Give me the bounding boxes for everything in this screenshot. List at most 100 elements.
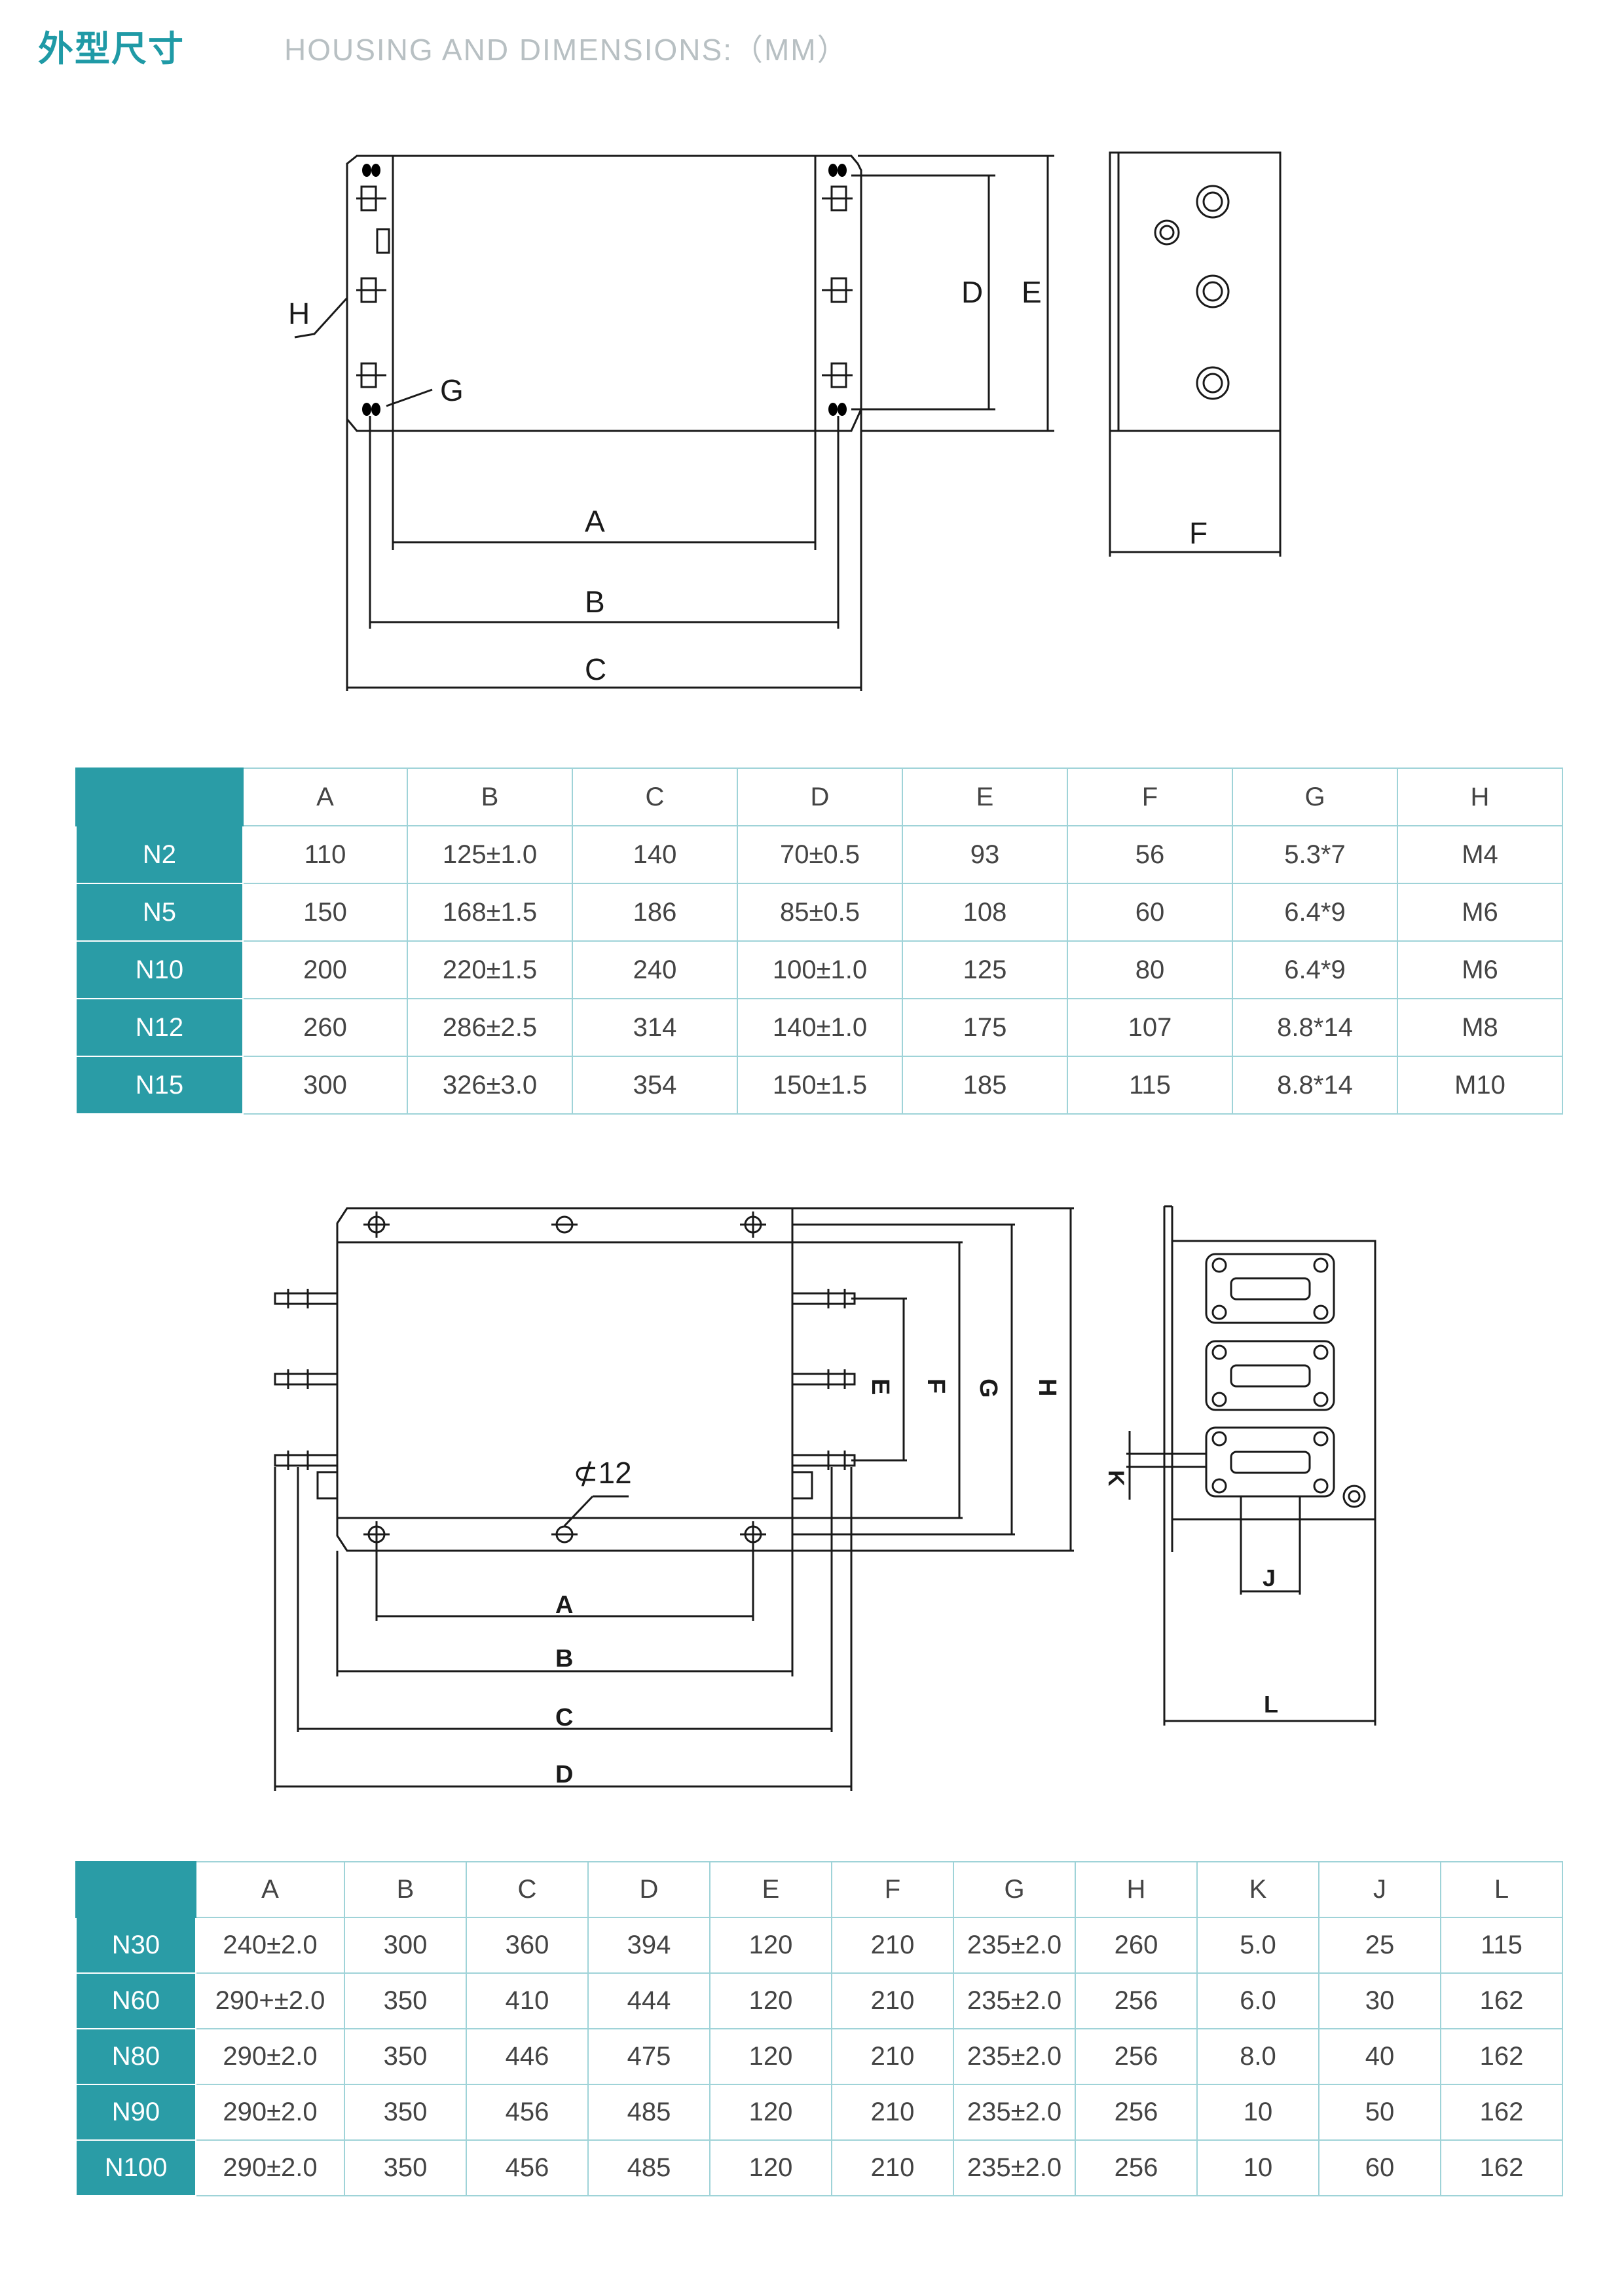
table-cell: 110	[242, 825, 408, 884]
table-cell: 25	[1318, 1917, 1441, 1974]
drawing-1: H G A B C D E F	[288, 151, 1282, 691]
table-cell: 140	[572, 825, 738, 884]
table-cell: M6	[1397, 940, 1563, 999]
table-cell: 290±2.0	[195, 2139, 345, 2196]
column-header: G	[953, 1861, 1076, 1918]
column-header: G	[1232, 768, 1398, 826]
column-header: D	[587, 1861, 710, 1918]
label-c: C	[585, 652, 606, 686]
table-cell: 162	[1440, 2139, 1563, 2196]
table-cell: 394	[587, 1917, 710, 1974]
table-cell: 6.0	[1196, 1972, 1320, 2029]
table-cell: 120	[709, 2028, 832, 2085]
column-header: C	[466, 1861, 589, 1918]
label2-c: C	[555, 1704, 573, 1731]
table-cell: 120	[709, 2084, 832, 2141]
label2-b: B	[555, 1645, 573, 1673]
column-header: A	[242, 768, 408, 826]
table-cell: 185	[902, 1056, 1068, 1115]
table-cell: 56	[1067, 825, 1233, 884]
column-header: J	[1318, 1861, 1441, 1918]
table-cell: 300	[344, 1917, 467, 1974]
table-cell: 175	[902, 998, 1068, 1057]
table-cell: 235±2.0	[953, 2028, 1076, 2085]
table-cell: 235±2.0	[953, 1917, 1076, 1974]
table-cell: 210	[831, 2084, 954, 2141]
model-cell: N30	[75, 1917, 196, 1974]
model-cell: N90	[75, 2084, 196, 2141]
front-view-2: ⊄12	[274, 1207, 856, 1552]
model-cell: N15	[75, 1056, 244, 1115]
table-cell: 120	[709, 1972, 832, 2029]
table-cell: M10	[1397, 1056, 1563, 1115]
table-cell: 314	[572, 998, 738, 1057]
label2-e: E	[866, 1378, 894, 1395]
table-cell: 260	[1075, 1917, 1198, 1974]
table-cell: 60	[1067, 883, 1233, 942]
table-cell: 108	[902, 883, 1068, 942]
table-cell: 286±2.5	[407, 998, 573, 1057]
column-header: H	[1397, 768, 1563, 826]
label2-a: A	[555, 1591, 573, 1619]
label-a: A	[585, 504, 605, 538]
table-cell: 162	[1440, 2028, 1563, 2085]
table-cell: 100±1.0	[737, 940, 903, 999]
table-cell: 444	[587, 1972, 710, 2029]
table-cell: 115	[1067, 1056, 1233, 1115]
label-g: G	[440, 373, 464, 407]
table-cell: M8	[1397, 998, 1563, 1057]
dimensions-2: A B C D E F G H	[274, 1207, 1074, 1791]
drawing-2: ⊄12 A B C D E F G H	[274, 1205, 1376, 1791]
table-cell: 446	[466, 2028, 589, 2085]
table-cell: 6.4*9	[1232, 940, 1398, 999]
table-cell: 70±0.5	[737, 825, 903, 884]
table-cell: 485	[587, 2084, 710, 2141]
column-header: F	[1067, 768, 1233, 826]
model-cell: N100	[75, 2139, 196, 2196]
table-cell: 40	[1318, 2028, 1441, 2085]
table-cell: 5.3*7	[1232, 825, 1398, 884]
table-cell: 350	[344, 2084, 467, 2141]
page-title-en: HOUSING AND DIMENSIONS:（MM）	[284, 33, 849, 67]
table-cell: 8.8*14	[1232, 1056, 1398, 1115]
column-header: D	[737, 768, 903, 826]
model-cell: N80	[75, 2028, 196, 2085]
table-cell: 30	[1318, 1972, 1441, 2029]
label2-l: L	[1264, 1691, 1278, 1718]
model-cell: N5	[75, 883, 244, 942]
table-cell: 350	[344, 2028, 467, 2085]
table-cell: 186	[572, 883, 738, 942]
label-b: B	[585, 585, 605, 619]
table-cell: 162	[1440, 1972, 1563, 2029]
column-header: K	[1196, 1861, 1320, 1918]
page-title-cn: 外型尺寸	[38, 28, 185, 69]
table-cell: 485	[587, 2139, 710, 2196]
table-cell: 290+±2.0	[195, 1972, 345, 2029]
table-cell: 210	[831, 2028, 954, 2085]
table-cell: 162	[1440, 2084, 1563, 2141]
table-cell: 456	[466, 2084, 589, 2141]
model-cell: N12	[75, 998, 244, 1057]
table-corner-cell	[75, 768, 244, 826]
table-cell: 150±1.5	[737, 1056, 903, 1115]
column-header: F	[831, 1861, 954, 1918]
table-corner-cell	[75, 1861, 196, 1918]
table-cell: 85±0.5	[737, 883, 903, 942]
column-header: E	[902, 768, 1068, 826]
side-view-2: K J L	[1103, 1205, 1376, 1726]
table-cell: 256	[1075, 2028, 1198, 2085]
table-cell: 456	[466, 2139, 589, 2196]
table-cell: 80	[1067, 940, 1233, 999]
table-cell: 300	[242, 1056, 408, 1115]
table-cell: 256	[1075, 2084, 1198, 2141]
table-cell: 350	[344, 2139, 467, 2196]
